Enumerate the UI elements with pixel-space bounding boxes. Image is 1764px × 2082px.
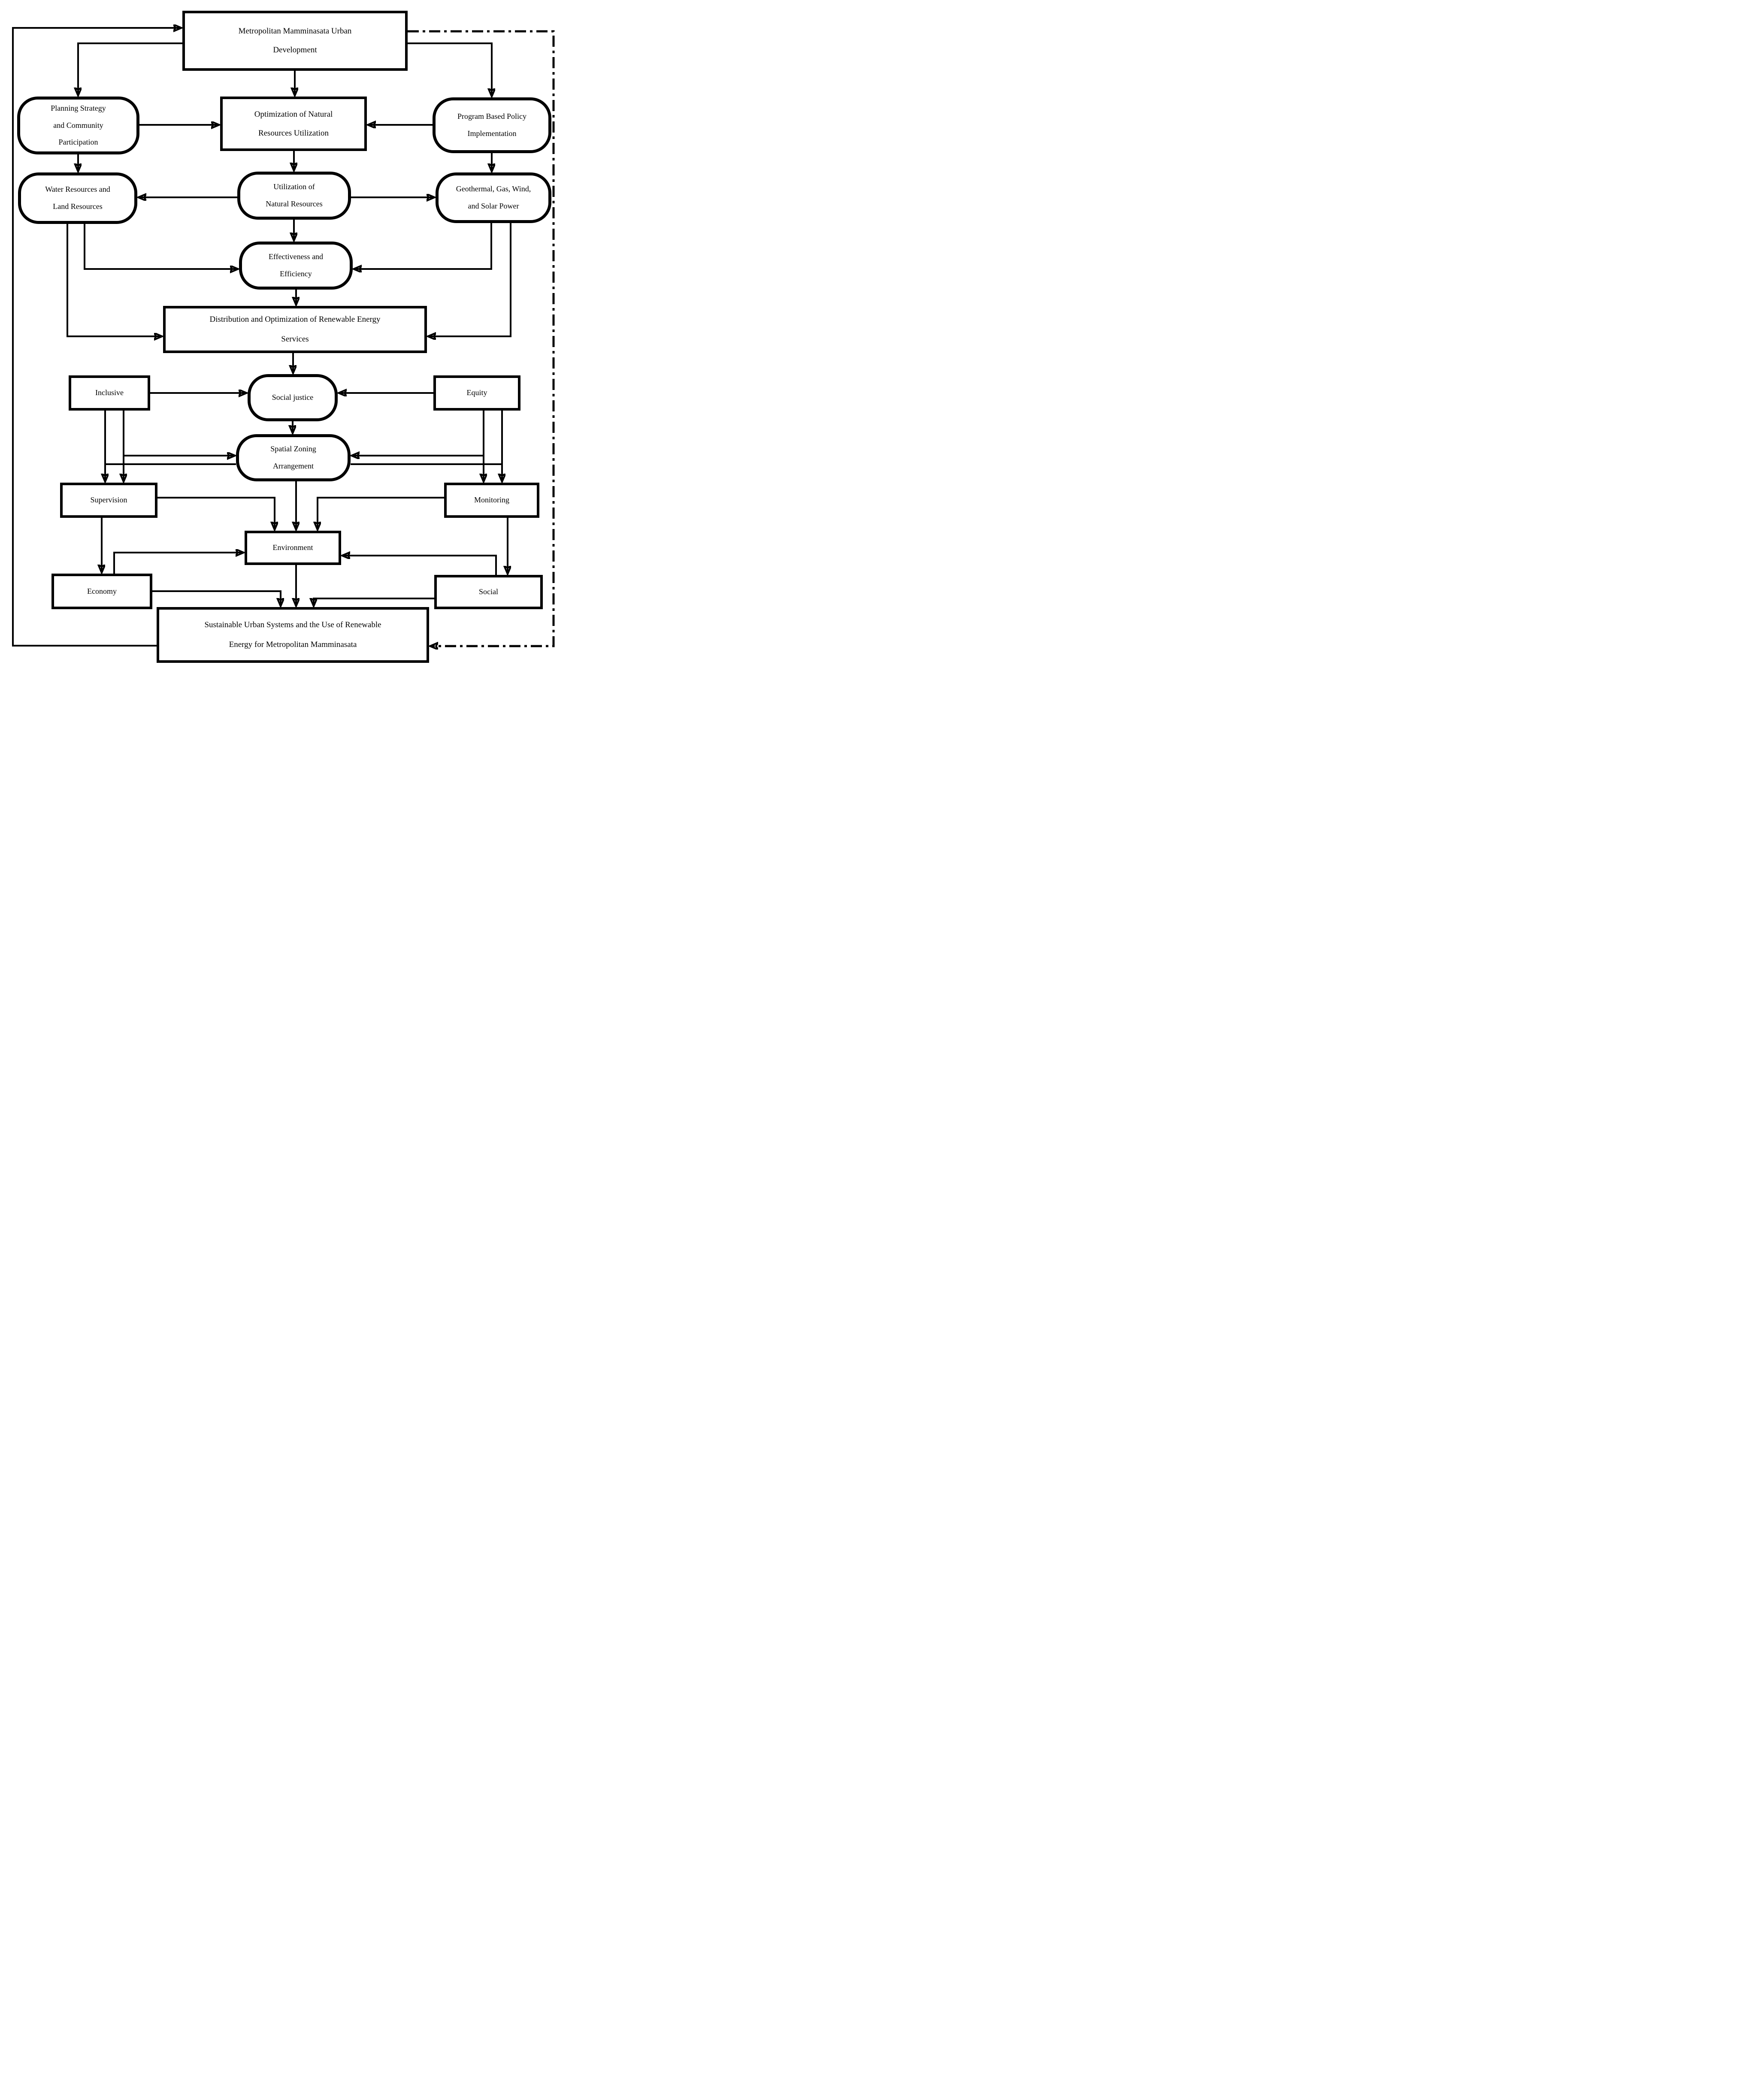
edge-economy-to-sustainable	[152, 590, 281, 605]
node-planning-strategy-label: Planning Strategy and Community Particip…	[51, 104, 106, 147]
node-geothermal-gas-wind-solar: Geothermal, Gas, Wind, and Solar Power	[436, 172, 551, 223]
edge-urban-to-sustainable-dashdot	[408, 30, 555, 646]
node-supervision: Supervision	[60, 483, 157, 518]
node-effectiveness-efficiency-label: Effectiveness and Efficiency	[268, 252, 324, 278]
edge-geothermal-to-effectiveness	[354, 223, 492, 269]
edge-urban-to-program	[408, 42, 492, 96]
edge-supervision-to-environment	[157, 497, 275, 529]
node-environment: Environment	[245, 531, 341, 565]
node-urban-development: Metropolitan Mamminasata Urban Developme…	[182, 11, 408, 71]
node-utilization-natural-resources: Utilization of Natural Resources	[237, 172, 351, 220]
edge-monitoring-to-environment	[318, 497, 444, 529]
node-sustainable-urban-systems: Sustainable Urban Systems and the Use of…	[157, 607, 429, 663]
flowchart-canvas: Metropolitan Mamminasata Urban Developme…	[0, 0, 577, 681]
node-environment-label: Environment	[272, 543, 313, 552]
edge-social-to-environment	[343, 556, 497, 575]
node-monitoring: Monitoring	[444, 483, 539, 518]
node-water-land-resources-label: Water Resources and Land Resources	[45, 185, 110, 211]
node-effectiveness-efficiency: Effectiveness and Efficiency	[239, 242, 353, 290]
node-sustainable-urban-systems-label: Sustainable Urban Systems and the Use of…	[204, 620, 381, 649]
node-social-justice: Social justice	[248, 374, 338, 421]
node-spatial-zoning: Spatial Zoning Arrangement	[236, 434, 351, 481]
node-social-label: Social	[479, 587, 498, 596]
edge-urban-to-planning	[78, 42, 182, 95]
node-water-land-resources: Water Resources and Land Resources	[18, 172, 137, 224]
node-supervision-label: Supervision	[90, 496, 127, 505]
node-optimization-natural-resources: Optimization of Natural Resources Utiliz…	[220, 97, 367, 151]
node-program-based-policy: Program Based Policy Implementation	[433, 97, 551, 153]
node-urban-development-label: Metropolitan Mamminasata Urban Developme…	[238, 27, 352, 54]
node-spatial-zoning-label: Spatial Zoning Arrangement	[270, 444, 316, 470]
connector-layer	[12, 0, 555, 681]
node-economy-label: Economy	[87, 586, 117, 595]
node-equity-label: Equity	[466, 388, 487, 397]
node-social: Social	[434, 575, 543, 609]
node-program-based-policy-label: Program Based Policy Implementation	[457, 112, 526, 138]
node-monitoring-label: Monitoring	[474, 496, 509, 505]
node-economy: Economy	[51, 574, 152, 609]
node-social-justice-label: Social justice	[272, 393, 314, 402]
node-planning-strategy: Planning Strategy and Community Particip…	[17, 97, 139, 154]
node-equity: Equity	[433, 375, 520, 411]
edge-geothermal-to-distribution	[429, 223, 511, 336]
edge-economy-to-environment	[113, 553, 243, 574]
edge-social-to-sustainable	[314, 598, 434, 605]
edge-water-to-distribution	[67, 224, 161, 336]
node-geothermal-gas-wind-solar-label: Geothermal, Gas, Wind, and Solar Power	[456, 184, 531, 210]
edge-water-to-effectiveness	[84, 224, 237, 269]
node-distribution-renewable-energy-label: Distribution and Optimization of Renewab…	[209, 315, 381, 344]
node-utilization-natural-resources-label: Utilization of Natural Resources	[266, 182, 323, 208]
node-optimization-natural-resources-label: Optimization of Natural Resources Utiliz…	[254, 109, 333, 138]
node-inclusive-label: Inclusive	[95, 388, 124, 397]
edge-sustainable-to-urban-feedback	[12, 28, 181, 647]
node-inclusive: Inclusive	[69, 375, 150, 411]
node-distribution-renewable-energy: Distribution and Optimization of Renewab…	[163, 306, 427, 353]
